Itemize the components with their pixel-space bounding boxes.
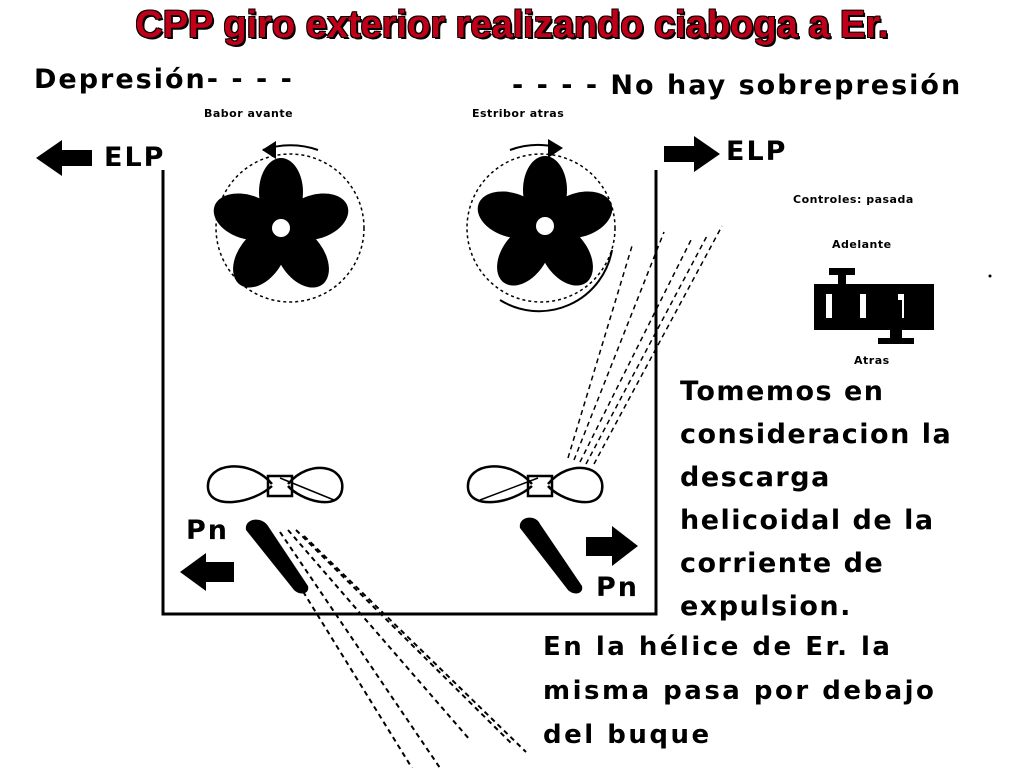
left-stern-propeller-icon — [206, 465, 344, 504]
right-propeller-icon — [466, 139, 616, 313]
right-rudder-icon — [519, 517, 583, 594]
right-discharge-stream — [567, 225, 723, 465]
pn-right-arrow-icon — [586, 526, 638, 566]
explanation-line: Tomemos en — [680, 376, 885, 407]
explanation-paragraph: Tomemos en consideracion la descarga hel… — [680, 370, 952, 628]
explanation-line: helicoidal de la — [680, 505, 935, 536]
stern-note-paragraph: En la hélice de Er. la misma pasa por de… — [543, 625, 936, 757]
pn-left-label: Pn — [186, 515, 230, 546]
pn-right-label: Pn — [596, 572, 640, 603]
pn-left-arrow-icon — [180, 553, 234, 591]
control-lever-icon — [814, 268, 934, 344]
page-title: CPP giro exterior realizando ciaboga a E… — [135, 4, 889, 46]
hull-outline — [161, 170, 658, 616]
elp-left-label: ELP — [104, 142, 166, 173]
adelante-label: Adelante — [832, 238, 892, 251]
stern-note-line: misma pasa por debajo — [543, 676, 937, 706]
babor-avante-label: Babor avante — [204, 107, 294, 120]
elp-left-arrow-icon — [36, 140, 92, 176]
left-rudder-icon — [245, 519, 309, 594]
explanation-line: consideracion la — [680, 419, 953, 450]
speck — [988, 274, 992, 278]
explanation-line: corriente de — [680, 548, 885, 579]
depresion-label: Depresión- - - - — [34, 64, 294, 95]
explanation-line: expulsion. — [680, 591, 852, 622]
stern-note-line: del buque — [543, 720, 712, 750]
left-propeller-icon — [213, 141, 365, 303]
left-discharge-stream — [269, 529, 527, 768]
explanation-line: descarga — [680, 462, 831, 493]
atras-label: Atras — [854, 354, 890, 367]
stern-note-line: En la hélice de Er. la — [543, 632, 893, 662]
estribor-atras-label: Estribor atras — [472, 107, 565, 120]
right-stern-propeller-icon — [466, 465, 604, 504]
controles-label: Controles: pasada — [793, 193, 914, 206]
elp-right-label: ELP — [726, 136, 788, 167]
sobrepresion-label: - - - - No hay sobrepresión — [512, 70, 963, 101]
elp-right-arrow-icon — [664, 136, 720, 172]
